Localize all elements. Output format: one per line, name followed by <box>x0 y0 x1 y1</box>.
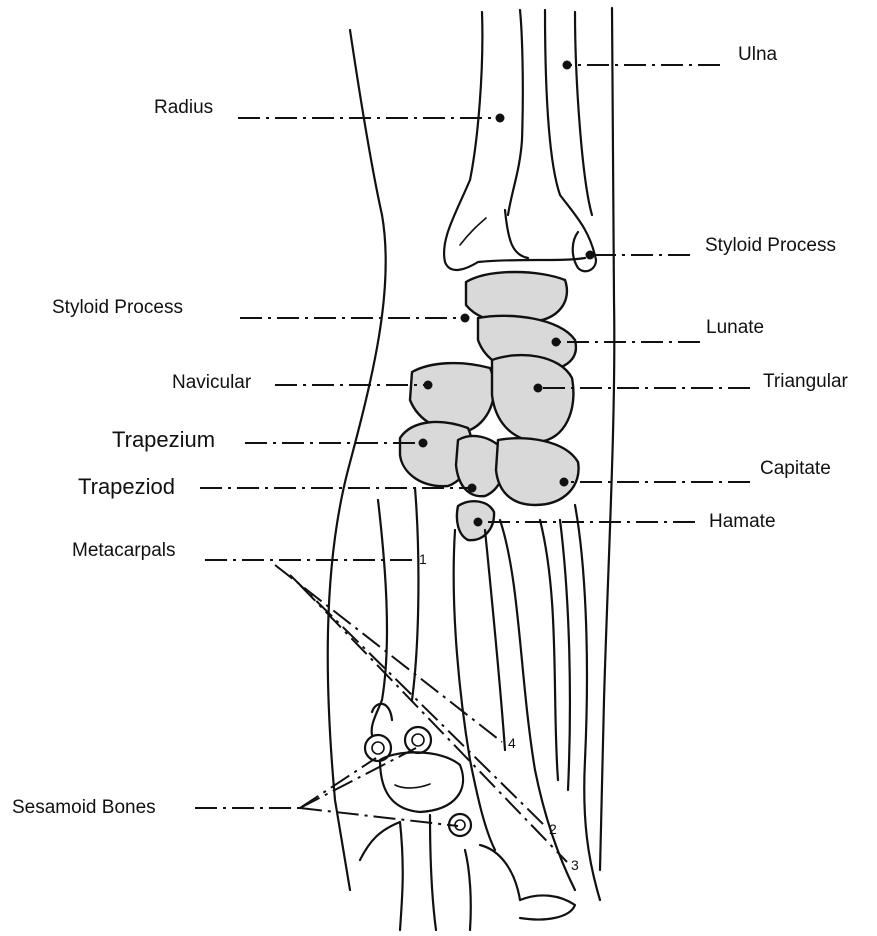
carpal-capitate <box>496 438 579 505</box>
label-navicular: Navicular <box>172 372 252 393</box>
dot-ulna <box>563 61 572 70</box>
dot-styloid-ulnar <box>586 251 595 260</box>
carpal-bones <box>400 272 579 540</box>
label-capitate: Capitate <box>760 458 831 479</box>
dot-lunate <box>552 338 561 347</box>
label-sesamoid-bones: Sesamoid Bones <box>12 797 156 818</box>
label-triangular: Triangular <box>763 371 849 392</box>
label-styloid-process-radial: Styloid Process <box>52 297 183 318</box>
label-lunate: Lunate <box>706 317 764 338</box>
label-trapeziod: Trapeziod <box>78 474 175 499</box>
label-hamate: Hamate <box>709 511 776 532</box>
dot-hamate <box>474 518 483 527</box>
label-metacarpals: Metacarpals <box>72 540 176 561</box>
metacarpal-number: 4 <box>508 735 516 751</box>
leader-sesamoid-2 <box>300 758 376 808</box>
label-styloid-process-ulnar: Styloid Process <box>705 235 836 256</box>
dot-trapezium <box>419 439 428 448</box>
carpal-navicular <box>410 363 494 431</box>
ulna-bone <box>508 10 596 271</box>
dot-radius <box>496 114 505 123</box>
leader-sesamoid-3 <box>300 748 416 808</box>
metacarpal-number: 1 <box>419 551 427 567</box>
dot-triangular <box>534 384 543 393</box>
label-trapezium: Trapezium <box>112 427 215 452</box>
carpal-triangular <box>492 355 573 442</box>
metacarpal-bones <box>360 488 600 930</box>
sesamoid-circle-2 <box>405 727 431 753</box>
label-radius: Radius <box>154 97 213 118</box>
dot-navicular <box>424 381 433 390</box>
metacarpal-number: 2 <box>549 821 557 837</box>
leader-metacarpal-3 <box>300 585 567 862</box>
dot-capitate <box>560 478 569 487</box>
sesamoid-bones <box>365 727 471 836</box>
label-ulna: Ulna <box>738 44 778 65</box>
sesamoid-circle-1 <box>365 735 391 761</box>
dot-trapeziod <box>468 484 477 493</box>
dot-styloid-radial <box>461 314 470 323</box>
leader-metacarpal-4 <box>275 565 502 742</box>
radius-bone <box>444 12 585 270</box>
metacarpal-number: 3 <box>571 857 579 873</box>
